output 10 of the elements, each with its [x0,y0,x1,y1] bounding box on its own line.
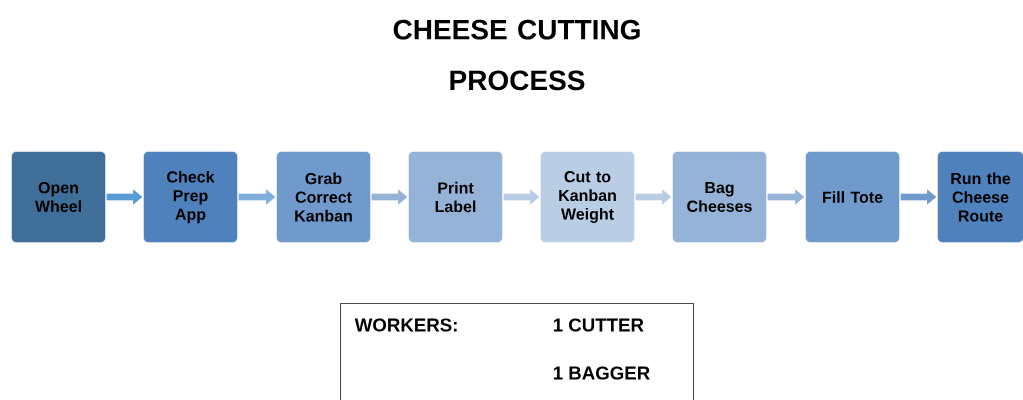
process-box: Print Label [408,151,503,243]
workers-box: WORKERS: 1 CUTTER 1 BAGGER [340,303,695,400]
process-box: Cut to Kanban Weight [540,151,635,243]
process-box: Fill Tote [805,151,900,243]
title: CHEESE CUTTING PROCESS [393,19,640,91]
process-box: Grab Correct Kanban [276,151,371,243]
process-box: Open Wheel [11,151,106,243]
process-box: Run the Cheese Route [937,151,1023,243]
process-box: Bag Cheeses [672,151,767,243]
process-box: Check Prep App [143,151,238,243]
